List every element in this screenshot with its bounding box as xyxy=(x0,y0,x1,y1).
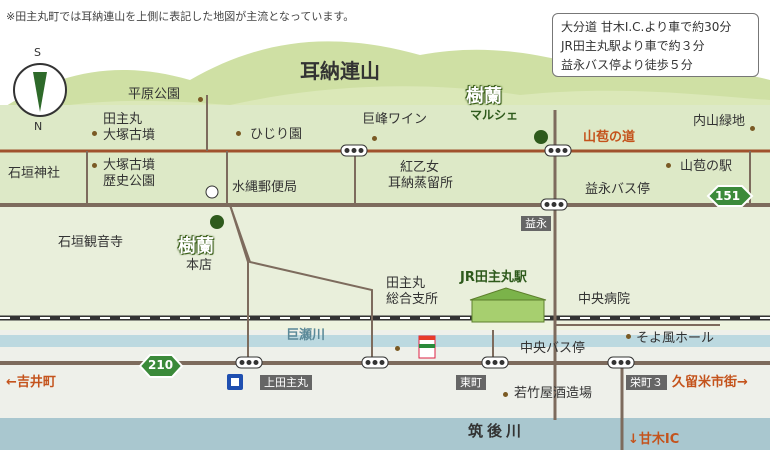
shop-honten-logo: 樹蘭 xyxy=(178,236,214,257)
road-yamabiko: 山苞の道 xyxy=(583,130,636,145)
place-tanushimaru-otsuka-1: 田主丸 xyxy=(103,112,143,127)
place-yamabiko-eki: 山苞の駅 xyxy=(680,159,733,174)
place-jr-station: JR田主丸駅 xyxy=(460,270,527,285)
access-box: 大分道 甘木I.C.より車で約30分 JR田主丸駅より車で約３分 益永バス停より… xyxy=(552,13,759,77)
access-line-1: 大分道 甘木I.C.より車で約30分 xyxy=(561,20,732,34)
place-kyoho-wine: 巨峰ワイン xyxy=(362,112,428,127)
river-chikugo: 筑後川 xyxy=(468,422,526,440)
shop-honten-label: 本店 xyxy=(186,258,213,273)
intersection-higashimachi: 東町 xyxy=(456,375,486,390)
map-note: ※田主丸町では耳納連山を上側に表記した地図が主流となっています。 xyxy=(6,10,355,23)
place-ishigaki-kannon: 石垣観音寺 xyxy=(58,235,124,250)
marche-marker xyxy=(534,130,548,144)
marker-dot xyxy=(395,346,400,351)
place-soyokaze-hall: そよ風ホール xyxy=(636,331,715,346)
place-sogo-branch-1: 田主丸 xyxy=(386,276,426,291)
intersection-masunaga: 益永 xyxy=(521,216,551,231)
marker-dot xyxy=(750,126,755,131)
marker-dot xyxy=(198,97,203,102)
place-beniotome-2: 耳納蒸留所 xyxy=(388,176,454,191)
marker-dot xyxy=(92,163,97,168)
route-210-label: 210 xyxy=(148,358,174,372)
place-sogo-branch-2: 総合支所 xyxy=(386,292,439,307)
intersection-sakaemachi3: 栄町３ xyxy=(626,375,667,390)
mountain-label: 耳納連山 xyxy=(300,59,380,83)
intersection-kamitanushimaru: 上田主丸 xyxy=(260,375,312,390)
marker-dot xyxy=(372,136,377,141)
honten-marker xyxy=(210,215,224,229)
marker-dot xyxy=(92,131,97,136)
shop-marche-sub: マルシェ xyxy=(470,108,519,122)
marker-dot xyxy=(503,392,508,397)
place-hijiri: ひじり園 xyxy=(250,127,303,142)
marker-dot xyxy=(626,334,631,339)
place-central-bus: 中央バス停 xyxy=(520,341,586,356)
route-151-label: 151 xyxy=(715,189,741,203)
place-tanushimaru-otsuka-2: 大塚古墳 xyxy=(103,128,156,143)
place-wakatakeya: 若竹屋酒造場 xyxy=(514,386,593,401)
place-hirabaru: 平原公園 xyxy=(128,87,181,102)
road-to-yoshii: ←吉井町 xyxy=(6,375,56,390)
place-ishigaki-jinja: 石垣神社 xyxy=(8,166,61,181)
access-line-3: 益永バス停より徒歩５分 xyxy=(561,58,693,72)
compass-south: S xyxy=(34,46,41,59)
road-to-amagi: ↓甘木IC xyxy=(628,432,680,447)
marker-dot xyxy=(666,163,671,168)
marker-dot xyxy=(236,131,241,136)
place-masunaga-bus: 益永バス停 xyxy=(585,182,651,197)
place-central-hospital: 中央病院 xyxy=(578,292,631,307)
road-to-kurume: 久留米市街→ xyxy=(672,375,748,390)
river-kose: 巨瀬川 xyxy=(286,328,326,343)
place-otsuka-park-2: 歴史公園 xyxy=(103,174,156,189)
place-uchiyama: 内山緑地 xyxy=(693,114,746,129)
access-line-2: JR田主丸駅より車で約３分 xyxy=(561,39,705,53)
place-beniotome-1: 紅乙女 xyxy=(400,160,440,175)
place-mizunawa-post: 水縄郵便局 xyxy=(232,180,298,195)
compass-north: N xyxy=(34,120,43,133)
place-otsuka-park-1: 大塚古墳 xyxy=(103,158,156,173)
shop-marche-logo: 樹蘭 xyxy=(466,86,502,107)
